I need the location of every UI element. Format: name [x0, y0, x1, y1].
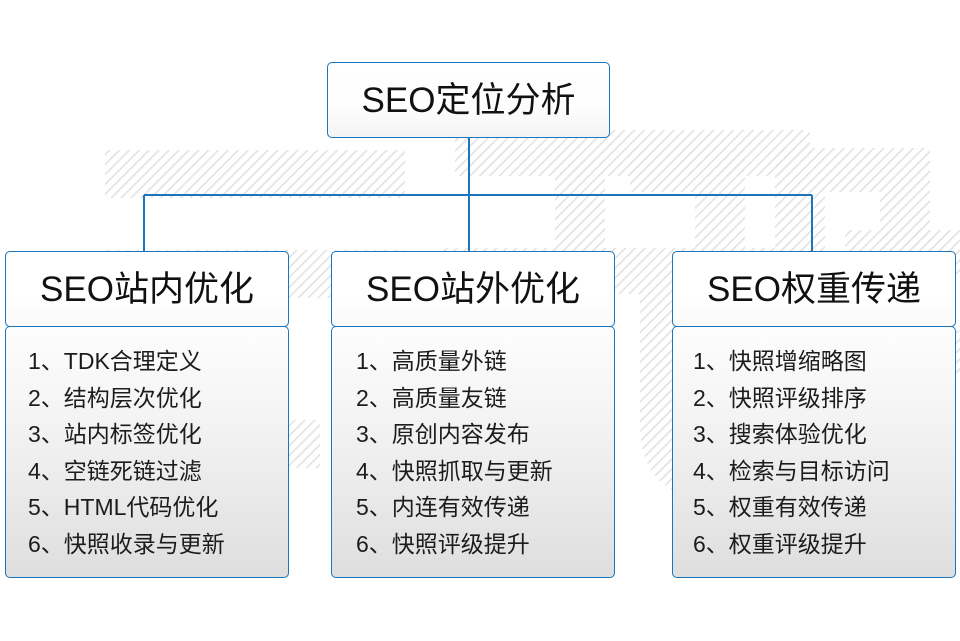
branch-column-offsite: SEO站外优化 1、高质量外链 2、高质量友链 3、原创内容发布 4、快照抓取与…: [331, 251, 615, 578]
branch-body-offsite: 1、高质量外链 2、高质量友链 3、原创内容发布 4、快照抓取与更新 5、内连有…: [331, 326, 615, 578]
branch-header-offsite[interactable]: SEO站外优化: [331, 251, 615, 327]
list-item: 2、结构层次优化: [28, 384, 202, 411]
list-item: 5、HTML代码优化: [28, 494, 219, 520]
list-item: 1、高质量外链: [356, 348, 507, 374]
list-item: 5、内连有效传递: [356, 494, 530, 520]
branch-header-label: SEO站内优化: [40, 269, 254, 309]
list-item: 6、快照评级提升: [356, 530, 530, 557]
branch-header-label: SEO权重传递: [707, 269, 921, 309]
list-item: 5、权重有效传递: [693, 494, 867, 520]
list-item: 2、高质量友链: [356, 384, 507, 411]
list-item: 6、权重评级提升: [693, 530, 867, 557]
list-item: 3、站内标签优化: [28, 421, 202, 447]
list-item: 4、检索与目标访问: [693, 457, 890, 484]
branch-column-weight: SEO权重传递 1、快照增缩略图 2、快照评级排序 3、搜索体验优化 4、检索与…: [672, 251, 956, 578]
root-node-seo-positioning[interactable]: SEO定位分析: [327, 62, 610, 138]
branch-body-weight: 1、快照增缩略图 2、快照评级排序 3、搜索体验优化 4、检索与目标访问 5、权…: [672, 326, 956, 578]
list-item: 1、快照增缩略图: [693, 348, 867, 374]
list-item: 1、TDK合理定义: [28, 348, 202, 374]
list-item: 6、快照收录与更新: [28, 530, 225, 557]
list-item: 3、原创内容发布: [356, 421, 530, 447]
list-item: 4、快照抓取与更新: [356, 457, 553, 484]
list-item: 3、搜索体验优化: [693, 421, 867, 447]
branch-item-list: 1、TDK合理定义 2、结构层次优化 3、站内标签优化 4、空链死链过滤 5、H…: [6, 343, 288, 562]
branch-item-list: 1、高质量外链 2、高质量友链 3、原创内容发布 4、快照抓取与更新 5、内连有…: [332, 343, 614, 562]
branch-column-onsite: SEO站内优化 1、TDK合理定义 2、结构层次优化 3、站内标签优化 4、空链…: [5, 251, 289, 578]
branch-header-onsite[interactable]: SEO站内优化: [5, 251, 289, 327]
list-item: 4、空链死链过滤: [28, 457, 202, 484]
list-item: 2、快照评级排序: [693, 384, 867, 411]
branch-body-onsite: 1、TDK合理定义 2、结构层次优化 3、站内标签优化 4、空链死链过滤 5、H…: [5, 326, 289, 578]
branch-header-weight[interactable]: SEO权重传递: [672, 251, 956, 327]
branch-item-list: 1、快照增缩略图 2、快照评级排序 3、搜索体验优化 4、检索与目标访问 5、权…: [673, 343, 955, 562]
branch-header-label: SEO站外优化: [366, 269, 580, 309]
root-node-label: SEO定位分析: [361, 80, 576, 120]
